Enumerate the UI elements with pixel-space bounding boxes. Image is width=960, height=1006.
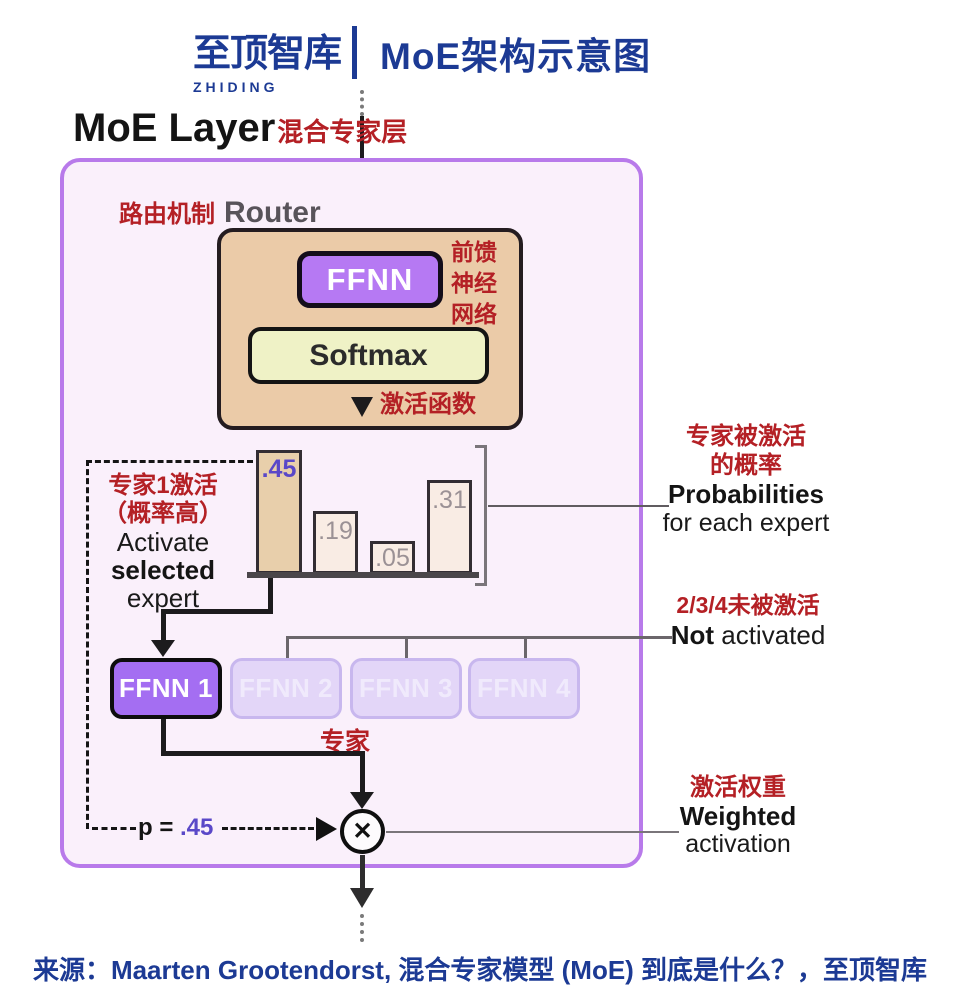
not-activated-note-cn: 2/3/4未被激活 xyxy=(676,592,820,618)
weighted-connector-line xyxy=(386,831,679,833)
not-activated-note-en-rest: activated xyxy=(714,620,826,650)
probabilities-note-en-bold: Probabilities xyxy=(667,479,825,509)
not-activated-connector xyxy=(286,636,672,639)
activate-note-cn1: 专家1激活 xyxy=(108,472,218,499)
expert-ffnn-3-label: FFNN 3 xyxy=(359,673,453,703)
not-activated-drop-3 xyxy=(405,636,408,658)
activate-note: 专家1激活 （概率高） Activate selected expert xyxy=(96,472,230,612)
router-label-en: Router xyxy=(224,196,321,229)
ffnn1-out-down2 xyxy=(360,751,365,794)
activate-note-en3: expert xyxy=(126,583,200,613)
not-activated-note: 2/3/4未被激活 Not activated xyxy=(657,590,839,650)
multiply-icon: ✕ xyxy=(352,818,373,845)
softmax-box: Softmax xyxy=(248,327,489,384)
not-activated-drop-2 xyxy=(286,636,289,658)
dashed-weight-line-left xyxy=(92,827,136,830)
output-line xyxy=(360,855,365,890)
router-ffnn-label: FFNN xyxy=(326,261,414,297)
expert-ffnn-2: FFNN 2 xyxy=(230,658,342,719)
brand-logo: 至顶智库 ZHIDING xyxy=(193,22,342,95)
weighted-note-en-bold: Weighted xyxy=(679,801,797,831)
probabilities-note-cn2: 的概率 xyxy=(710,452,782,479)
probabilities-connector-line xyxy=(488,505,669,507)
activate-note-en2: selected xyxy=(110,555,216,585)
source-attribution: 来源：Maarten Grootendorst, 混合专家模型 (MoE) 到底… xyxy=(32,955,928,985)
header-separator xyxy=(352,26,357,79)
weight-prefix: p = xyxy=(138,814,181,841)
brand-logo-text: 至顶智库 xyxy=(193,33,342,75)
expert-ffnn-1: FFNN 1 xyxy=(110,658,222,719)
expert-ffnn-1-label: FFNN 1 xyxy=(119,673,213,703)
select-path-arrowhead xyxy=(151,640,175,657)
select-path-segment-left xyxy=(161,609,273,614)
probabilities-note-en-rest: for each expert xyxy=(662,509,830,537)
prob-bar-2-value: .19 xyxy=(318,517,353,545)
moe-layer-title-cn: 混合专家层 xyxy=(277,117,408,147)
ffnn-note-line2: 神经 xyxy=(451,270,497,296)
probabilities-note: 专家被激活 的概率 Probabilities for each expert xyxy=(655,422,837,538)
activate-note-en1: Activate xyxy=(116,527,210,557)
probabilities-bracket xyxy=(475,445,487,586)
softmax-label: Softmax xyxy=(309,338,428,372)
prob-bar-4: .31 xyxy=(427,480,472,574)
chart-baseline xyxy=(247,572,479,578)
moe-layer-title: MoE Layer 混合专家层 xyxy=(73,106,407,151)
select-path-segment-down xyxy=(268,578,273,613)
moe-layer-title-en: MoE Layer xyxy=(73,106,276,150)
brand-logo-subtext: ZHIDING xyxy=(193,79,279,95)
expert-ffnn-2-label: FFNN 2 xyxy=(239,673,333,703)
probabilities-note-cn1: 专家被激活 xyxy=(686,423,806,450)
not-activated-note-en-bold: Not xyxy=(670,620,715,650)
prob-bar-1: .45 xyxy=(256,450,302,574)
ffnn-note-line1: 前馈 xyxy=(451,239,497,265)
softmax-output-arrowhead xyxy=(351,397,373,417)
ffnn-note-line3: 网络 xyxy=(451,301,497,327)
router-ffnn-box: FFNN xyxy=(297,251,443,308)
expert-ffnn-4-label: FFNN 4 xyxy=(477,673,571,703)
select-path-segment-down2 xyxy=(161,609,166,642)
not-activated-drop-4 xyxy=(524,636,527,658)
prob-bar-1-value: .45 xyxy=(261,455,297,483)
weighted-note: 激活权重 Weighted activation xyxy=(647,774,829,858)
expert-ffnn-3: FFNN 3 xyxy=(350,658,462,719)
weight-arrowhead xyxy=(316,817,337,841)
prob-bar-2: .19 xyxy=(313,511,358,574)
prob-bar-4-value: .31 xyxy=(432,486,467,514)
output-arrowhead xyxy=(350,888,374,908)
output-dotted-continuation xyxy=(360,914,364,942)
weighted-note-en-rest: activation xyxy=(685,830,791,858)
weight-value-label: p = .45 xyxy=(138,814,213,842)
dashed-box-top xyxy=(86,460,253,463)
prob-bar-3: .05 xyxy=(370,541,415,574)
weight-value: .45 xyxy=(180,814,214,841)
softmax-note-cn: 激活函数 xyxy=(380,391,476,418)
router-label-cn: 路由机制 xyxy=(119,201,215,228)
input-dotted-continuation xyxy=(360,90,364,116)
dashed-box-left xyxy=(86,460,89,829)
weighted-note-cn: 激活权重 xyxy=(690,774,786,801)
ffnn1-out-right xyxy=(161,751,364,756)
ffnn1-out-down xyxy=(161,719,166,755)
ffnn-note-cn: 前馈 神经 网络 xyxy=(451,237,497,330)
ffnn1-out-arrowhead xyxy=(350,792,374,809)
prob-bar-3-value: .05 xyxy=(375,544,410,572)
router-label-row: 路由机制 Router xyxy=(119,194,321,230)
page-title: MoE架构示意图 xyxy=(380,36,652,77)
dashed-weight-line-right xyxy=(222,827,314,830)
expert-ffnn-4: FFNN 4 xyxy=(468,658,580,719)
multiply-node: ✕ xyxy=(340,809,385,854)
activate-note-cn2: （概率高） xyxy=(103,500,223,527)
